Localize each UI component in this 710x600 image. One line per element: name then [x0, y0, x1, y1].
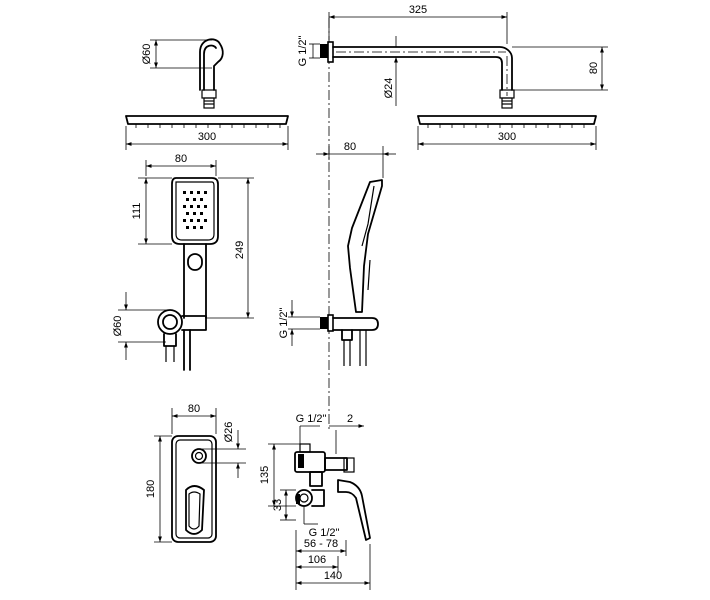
overhead-arm-diameter-label: Ø60	[141, 44, 153, 65]
overhead-shower-front-view: Ø60 300	[125, 38, 289, 150]
knob-diameter-label: Ø26	[223, 422, 235, 443]
side-offset-label: 80	[344, 141, 356, 153]
hand-head-height-label: 111	[131, 203, 143, 220]
hand-shower-side-view: 80 G 1/2"	[278, 141, 396, 366]
install-depth-range-label: 56 - 78	[304, 538, 338, 550]
hand-total-height-label: 249	[234, 241, 246, 259]
hand-shower-front-view: 80 111 249 Ø60	[112, 153, 254, 371]
total-depth-label: 140	[324, 570, 342, 582]
hand-shower-width-label: 80	[175, 153, 187, 165]
overhead-head-width-front-label: 300	[198, 131, 216, 143]
mixer-front-view: 80 Ø26 180	[145, 403, 246, 543]
overhead-front-nozzles	[135, 124, 281, 128]
body-depth-label: 106	[308, 554, 326, 566]
plate-height-label: 180	[145, 480, 157, 498]
valve-height-label: 135	[259, 466, 271, 484]
valve-port-height-label: 33	[272, 499, 284, 511]
valve-top-thread-label: G 1/2"	[296, 413, 327, 425]
holder-inlet-thread-label: G 1/2"	[278, 308, 290, 339]
hand-shower-nozzles	[183, 191, 207, 229]
overhead-side-nozzles	[427, 124, 585, 128]
plate-width-label: 80	[188, 403, 200, 415]
arm-length-label: 325	[409, 4, 427, 16]
overhead-shower-side-view: 325 G 1/2" Ø24 80 300	[297, 4, 608, 150]
arm-drop-height-label: 80	[588, 62, 600, 74]
arm-tube-diameter-label: Ø24	[383, 78, 395, 99]
arm-inlet-thread-label: G 1/2"	[297, 36, 309, 67]
holder-diameter-label: Ø60	[112, 316, 124, 337]
mixer-side-view: G 1/2" 2 135 33 G 1/2" 56 - 78 106 140	[259, 413, 371, 590]
wall-gap-label: 2	[347, 413, 353, 425]
overhead-head-width-side-label: 300	[498, 131, 516, 143]
valve-bottom-thread-label: G 1/2"	[309, 527, 340, 539]
